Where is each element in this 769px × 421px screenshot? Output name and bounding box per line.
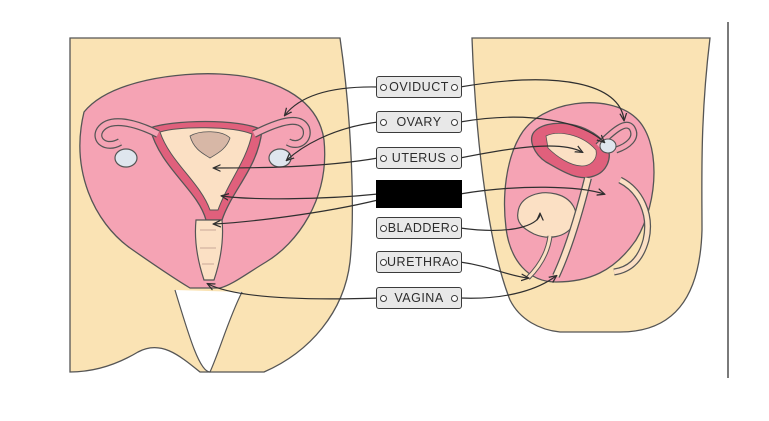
front-ovary-right xyxy=(268,148,292,168)
ring-icon xyxy=(380,295,387,302)
label-uterus: UTERUS xyxy=(376,147,462,169)
label-bladder: BLADDER xyxy=(376,217,462,239)
leader-hidden-side xyxy=(459,186,604,194)
front-uterus-inner xyxy=(159,127,253,211)
leader-oviduct-side xyxy=(459,79,624,120)
label-oviduct: OVIDUCT xyxy=(376,76,462,98)
ring-icon xyxy=(451,295,458,302)
label-oviduct-text: OVIDUCT xyxy=(389,80,449,94)
front-ovary-left xyxy=(114,148,138,168)
ring-icon xyxy=(380,155,387,162)
ring-icon xyxy=(451,84,458,91)
leader-lines xyxy=(208,79,624,300)
front-uterus-lining xyxy=(189,131,231,159)
label-ovary: OVARY xyxy=(376,111,462,133)
ring-icon xyxy=(451,119,458,126)
ring-icon xyxy=(380,225,387,232)
leader-bladder-side xyxy=(459,214,540,231)
label-urethra: URETHRA xyxy=(376,251,462,273)
label-uterus-text: UTERUS xyxy=(391,151,447,165)
leader-uterus-side xyxy=(459,145,582,159)
leader-ovary-front xyxy=(287,121,379,160)
ring-icon xyxy=(380,84,387,91)
label-ovary-text: OVARY xyxy=(396,115,442,129)
leader-vagina-front xyxy=(208,284,381,300)
ring-icon xyxy=(380,259,387,266)
label-bladder-text: BLADDER xyxy=(387,221,451,235)
front-view xyxy=(69,37,353,373)
leader-hidden-front-2 xyxy=(214,199,379,224)
front-hips-cleft xyxy=(174,289,243,373)
leader-vagina-side xyxy=(459,276,556,299)
ring-icon xyxy=(380,119,387,126)
side-view xyxy=(471,37,711,333)
label-vagina: VAGINA xyxy=(376,287,462,309)
label-vagina-text: VAGINA xyxy=(394,291,444,305)
front-vagina xyxy=(194,219,224,281)
leader-hidden-front xyxy=(222,194,379,199)
redacted-label xyxy=(376,180,462,208)
leader-urethra-side xyxy=(459,261,528,278)
label-urethra-text: URETHRA xyxy=(387,255,451,269)
leader-oviduct-front xyxy=(285,86,379,115)
ring-icon xyxy=(451,225,458,232)
ring-icon xyxy=(451,155,458,162)
leader-ovary-side xyxy=(459,116,604,142)
ring-icon xyxy=(451,259,458,266)
leader-uterus-front xyxy=(214,157,379,168)
